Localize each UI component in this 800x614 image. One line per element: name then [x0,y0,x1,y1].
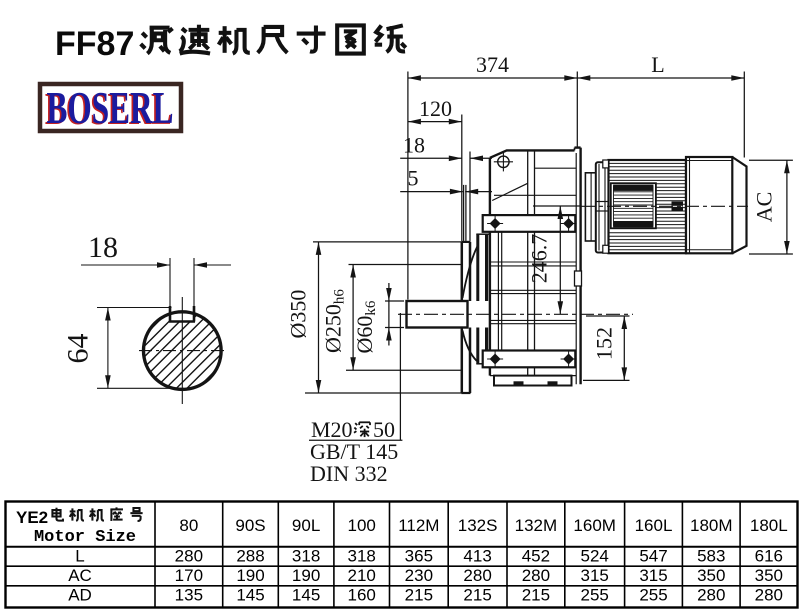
svg-text:215: 215 [522,586,550,605]
svg-text:64: 64 [62,334,95,364]
svg-text:FF87: FF87 [55,25,134,63]
svg-text:AC: AC [751,192,776,223]
svg-text:318: 318 [292,547,320,566]
svg-text:280: 280 [697,586,725,605]
svg-text:315: 315 [581,566,609,585]
svg-text:160L: 160L [635,516,673,535]
svg-text:350: 350 [697,566,725,585]
svg-text:Motor Size: Motor Size [34,528,136,547]
svg-text:280: 280 [522,566,550,585]
svg-text:452: 452 [522,547,550,566]
svg-text:190: 190 [236,566,264,585]
svg-text:AD: AD [68,586,92,605]
svg-text:215: 215 [405,586,433,605]
svg-text:90S: 90S [235,516,265,535]
svg-text:255: 255 [581,586,609,605]
svg-text:112M: 112M [398,516,439,535]
svg-text:160M: 160M [573,516,616,535]
svg-text:255: 255 [639,586,667,605]
svg-text:100: 100 [348,516,376,535]
svg-text:210: 210 [348,566,376,585]
svg-text:YE2: YE2 [16,508,48,527]
svg-text:Ø250h6: Ø250h6 [321,289,348,353]
svg-text:170: 170 [175,566,203,585]
svg-text:365: 365 [405,547,433,566]
svg-text:80: 80 [179,516,198,535]
svg-text:280: 280 [463,566,491,585]
svg-text:230: 230 [405,566,433,585]
svg-text:583: 583 [697,547,725,566]
svg-text:Ø60k6: Ø60k6 [352,300,379,353]
svg-text:145: 145 [292,586,320,605]
svg-text:L: L [651,52,664,77]
svg-text:120: 120 [419,96,452,121]
svg-text:190: 190 [292,566,320,585]
svg-text:132M: 132M [515,516,558,535]
svg-text:374: 374 [476,52,509,77]
svg-text:524: 524 [581,547,609,566]
svg-text:315: 315 [639,566,667,585]
svg-text:215: 215 [463,586,491,605]
svg-text:616: 616 [755,547,783,566]
svg-text:GB/T 145: GB/T 145 [310,439,398,464]
svg-text:160: 160 [348,586,376,605]
svg-text:18: 18 [88,231,118,264]
svg-text:BOSERL: BOSERL [47,82,174,133]
svg-text:BOSERL: BOSERL [45,83,172,134]
svg-text:246.7: 246.7 [527,234,552,284]
svg-text:350: 350 [755,566,783,585]
svg-text:288: 288 [236,547,264,566]
svg-text:135: 135 [175,586,203,605]
svg-text:Ø350: Ø350 [286,290,311,339]
svg-text:M20: M20 [311,417,353,442]
svg-text:132S: 132S [458,516,498,535]
svg-text:180L: 180L [750,516,788,535]
svg-text:280: 280 [755,586,783,605]
svg-text:547: 547 [639,547,667,566]
svg-text:DIN 332: DIN 332 [310,461,388,486]
svg-text:280: 280 [175,547,203,566]
svg-text:318: 318 [348,547,376,566]
svg-text:AC: AC [68,566,92,585]
svg-text:L: L [75,547,84,566]
svg-text:5: 5 [408,165,419,190]
svg-text:18: 18 [403,133,425,158]
svg-text:90L: 90L [292,516,320,535]
svg-text:145: 145 [236,586,264,605]
svg-text:50: 50 [373,417,395,442]
svg-text:152: 152 [592,327,617,360]
svg-text:413: 413 [463,547,491,566]
svg-text:180M: 180M [690,516,733,535]
